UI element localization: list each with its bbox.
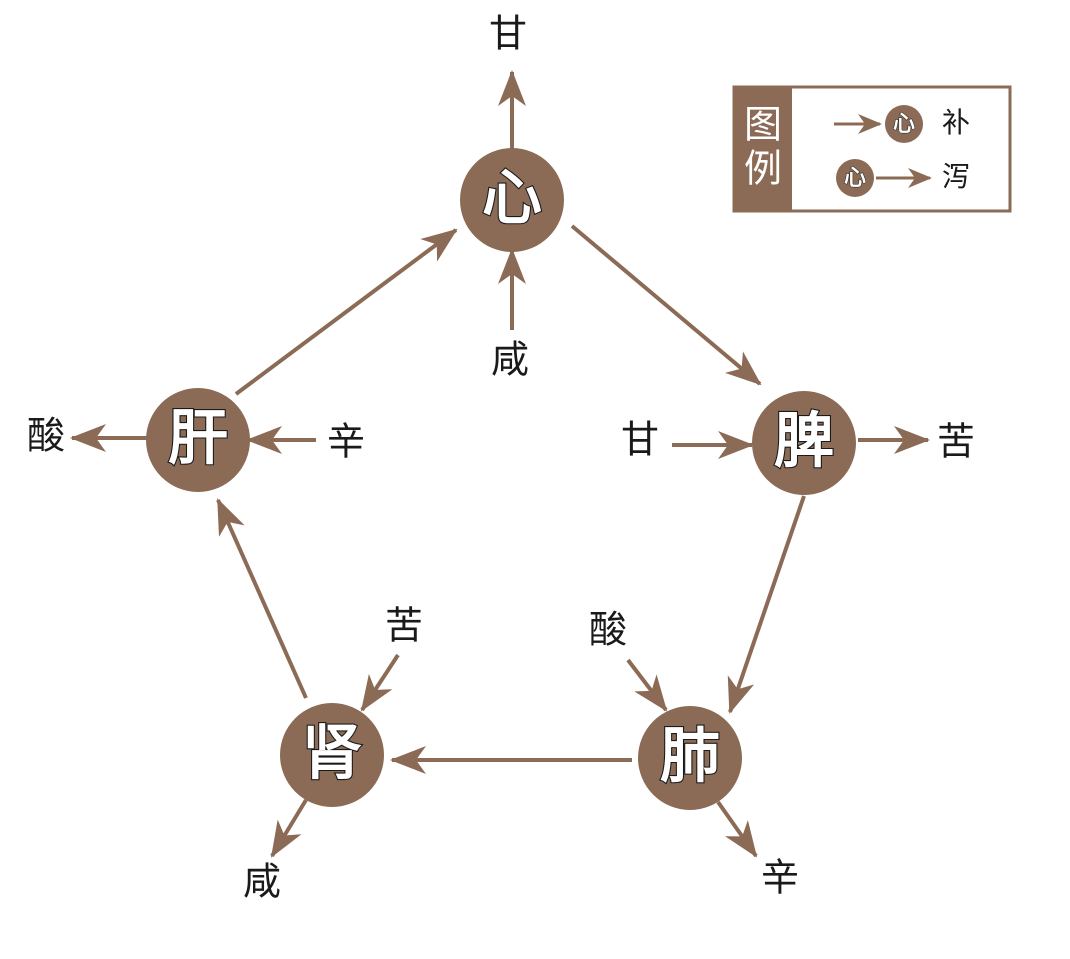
organ-node-liver: 肝 xyxy=(146,388,250,492)
flavor-arrows xyxy=(70,70,930,858)
legend-tonify-label: 补 xyxy=(942,106,970,139)
organ-node-spleen: 脾 xyxy=(752,391,856,495)
flavor-kidney-out: 咸 xyxy=(243,860,281,904)
legend-title-line1: 图 xyxy=(744,103,782,147)
flavor-spleen-out: 苦 xyxy=(937,420,975,464)
flavor-labels: 甘 咸 甘 苦 酸 辛 苦 咸 辛 酸 xyxy=(27,12,975,904)
organ-node-lung: 肺 xyxy=(638,706,742,810)
organ-label-heart: 心 xyxy=(482,164,542,234)
flavor-kidney-in: 苦 xyxy=(385,604,423,648)
legend-drain-label: 泻 xyxy=(942,160,970,193)
arrow-lung-in xyxy=(626,658,668,712)
organ-label-kidney: 肾 xyxy=(302,719,362,789)
flavor-spleen-in: 甘 xyxy=(621,418,659,462)
flavor-liver-out: 酸 xyxy=(27,414,65,458)
organ-label-spleen: 脾 xyxy=(774,407,834,477)
flavor-lung-out: 辛 xyxy=(761,856,799,900)
arrow-lung-out xyxy=(716,800,758,858)
arrow-heart-to-spleen xyxy=(570,224,762,386)
flavor-lung-in: 酸 xyxy=(589,608,627,652)
organ-label-lung: 肺 xyxy=(660,722,720,792)
legend-title-bar xyxy=(734,87,792,211)
arrow-spleen-to-lung xyxy=(727,495,806,714)
legend-tonify-organ: 心 xyxy=(893,112,915,137)
legend-tonify-organ-circle xyxy=(885,105,923,143)
legend-drain-organ-circle xyxy=(836,159,874,197)
organ-label-liver: 肝 xyxy=(168,404,228,474)
legend-drain-organ: 心 xyxy=(844,166,866,191)
flavor-heart-in: 咸 xyxy=(491,338,529,382)
arrow-kidney-in xyxy=(360,653,400,712)
legend: 图 例 心 补 心 泻 xyxy=(732,85,1012,213)
legend-title-line2: 例 xyxy=(744,147,782,191)
arrow-liver-to-heart xyxy=(234,228,458,396)
arrow-kidney-to-liver xyxy=(216,498,308,699)
cycle-arrows xyxy=(216,224,806,774)
organ-node-kidney: 肾 xyxy=(280,703,384,807)
flavor-liver-in: 辛 xyxy=(327,420,365,464)
organ-node-heart: 心 xyxy=(460,148,564,252)
arrow-kidney-out xyxy=(270,798,308,858)
flavor-heart-out: 甘 xyxy=(489,12,527,56)
